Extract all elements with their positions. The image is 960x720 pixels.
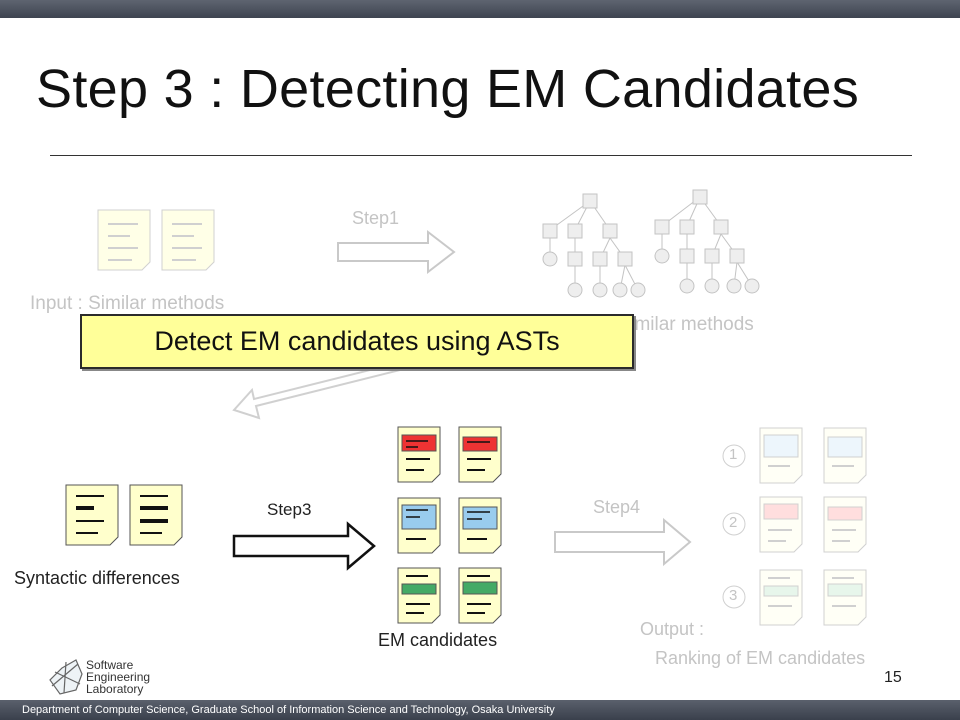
output-label-line1: Output : <box>640 619 705 639</box>
rank-2-text: 2 <box>729 514 738 531</box>
em-candidate-red-2 <box>458 426 502 483</box>
syntactic-label: Syntactic differences <box>14 568 180 588</box>
syntactic-documents <box>65 484 183 546</box>
callout-box: Detect EM candidates using ASTs <box>80 314 634 369</box>
ranked-document-1b <box>823 427 867 484</box>
title-rule <box>50 155 912 156</box>
input-methods <box>97 209 215 271</box>
logo-line-1: Software <box>86 658 134 672</box>
syntactic-document-1 <box>65 484 119 546</box>
rank-1-text: 1 <box>729 446 738 463</box>
top-bar <box>0 0 960 18</box>
step4-arrow <box>554 517 692 567</box>
em-candidate-blue-2 <box>458 497 502 554</box>
step1-label: Step1 <box>352 208 400 228</box>
input-label: Input : Similar methods <box>30 293 225 314</box>
ranked-document-2b <box>823 496 867 553</box>
step3-label: Step3 <box>267 500 312 519</box>
ranking-output <box>722 427 867 626</box>
step4-label: Step4 <box>593 497 641 517</box>
rank-3-badge <box>722 585 746 609</box>
rank-1-badge <box>722 444 746 468</box>
footer-text: Department of Computer Science, Graduate… <box>22 704 555 716</box>
footer-bar: Department of Computer Science, Graduate… <box>0 700 960 720</box>
ranked-document-3a <box>759 569 803 626</box>
rank-2-badge <box>722 512 746 536</box>
slide-title: Step 3 : Detecting EM Candidates <box>36 59 860 119</box>
em-candidate-red-1 <box>397 426 441 483</box>
input-document-2 <box>161 209 215 271</box>
ranked-document-2a <box>759 496 803 553</box>
logo-line-3: Laboratory <box>86 682 144 696</box>
input-document-1 <box>97 209 151 271</box>
sel-logo-text: Software Engineering Laboratory <box>86 659 150 695</box>
em-candidate-blue-1 <box>397 497 441 554</box>
rank-3-text: 3 <box>729 587 738 604</box>
page-number: 15 <box>884 669 902 686</box>
ranked-document-3b <box>823 569 867 626</box>
em-candidate-green-1 <box>397 567 441 624</box>
ranked-document-1a <box>759 427 803 484</box>
step3-arrow <box>232 521 376 571</box>
em-candidate-green-2 <box>458 567 502 624</box>
sel-logo-mark <box>49 659 83 695</box>
em-candidates <box>397 426 502 624</box>
callout-text: Detect EM candidates using ASTs <box>154 326 560 356</box>
em-candidates-label: EM candidates <box>378 630 498 650</box>
step1-arrow <box>337 229 456 275</box>
ast-tree-1 <box>542 193 646 298</box>
ast-trees <box>542 189 760 298</box>
output-label-line2: Ranking of EM candidates <box>655 648 866 668</box>
logo-line-2: Engineering <box>86 670 151 684</box>
ast-tree-2 <box>654 189 760 294</box>
syntactic-document-2 <box>129 484 183 546</box>
